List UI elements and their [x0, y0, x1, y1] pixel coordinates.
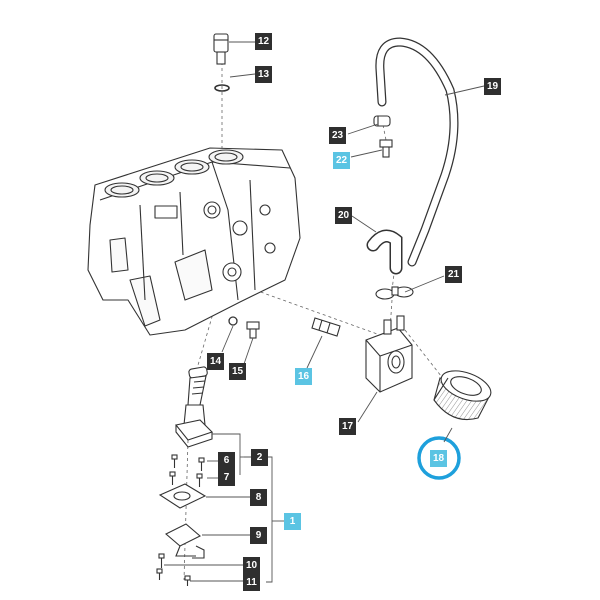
- part-13-o-ring: [214, 84, 230, 92]
- callout-15[interactable]: 15: [229, 363, 246, 380]
- engine-block: [87, 147, 301, 336]
- callout-11[interactable]: 11: [243, 574, 260, 591]
- callout-6[interactable]: 6: [218, 452, 235, 469]
- part-23-hose-clamp: [373, 115, 391, 127]
- parts-6-7-screws: [169, 454, 205, 487]
- part-17-oil-cooler: [365, 315, 413, 393]
- part-18-oil-filter: [433, 370, 492, 421]
- callout-12[interactable]: 12: [255, 33, 272, 50]
- callout-7[interactable]: 7: [218, 469, 235, 486]
- callout-13[interactable]: 13: [255, 66, 272, 83]
- callout-9[interactable]: 9: [250, 527, 267, 544]
- callout-2[interactable]: 2: [251, 449, 268, 466]
- callout-21[interactable]: 21: [445, 266, 462, 283]
- callout-20[interactable]: 20: [335, 207, 352, 224]
- part-8-gasket: [158, 483, 207, 509]
- callout-19[interactable]: 19: [484, 78, 501, 95]
- part-12-fitting: [213, 33, 229, 65]
- leader-lines: [164, 41, 485, 583]
- callout-14[interactable]: 14: [207, 353, 224, 370]
- highlight-ring: [417, 436, 461, 480]
- callout-22[interactable]: 22: [333, 152, 350, 169]
- part-2-oil-pickup: [175, 366, 214, 448]
- callout-8[interactable]: 8: [250, 489, 267, 506]
- part-22-banjo-bolt: [379, 139, 393, 158]
- callout-16[interactable]: 16: [295, 368, 312, 385]
- parts-10-11-bolts: [156, 553, 191, 586]
- part-16-nipple: [311, 317, 341, 337]
- callout-17[interactable]: 17: [339, 418, 356, 435]
- part-14-washer: [228, 316, 238, 326]
- part-9-strainer: [165, 523, 205, 559]
- part-21-double-clamp: [375, 286, 414, 300]
- callout-18[interactable]: 18: [430, 450, 447, 467]
- callout-10[interactable]: 10: [243, 557, 260, 574]
- callout-23[interactable]: 23: [329, 127, 346, 144]
- part-15-drain-plug: [246, 321, 260, 339]
- callout-1[interactable]: 1: [284, 513, 301, 530]
